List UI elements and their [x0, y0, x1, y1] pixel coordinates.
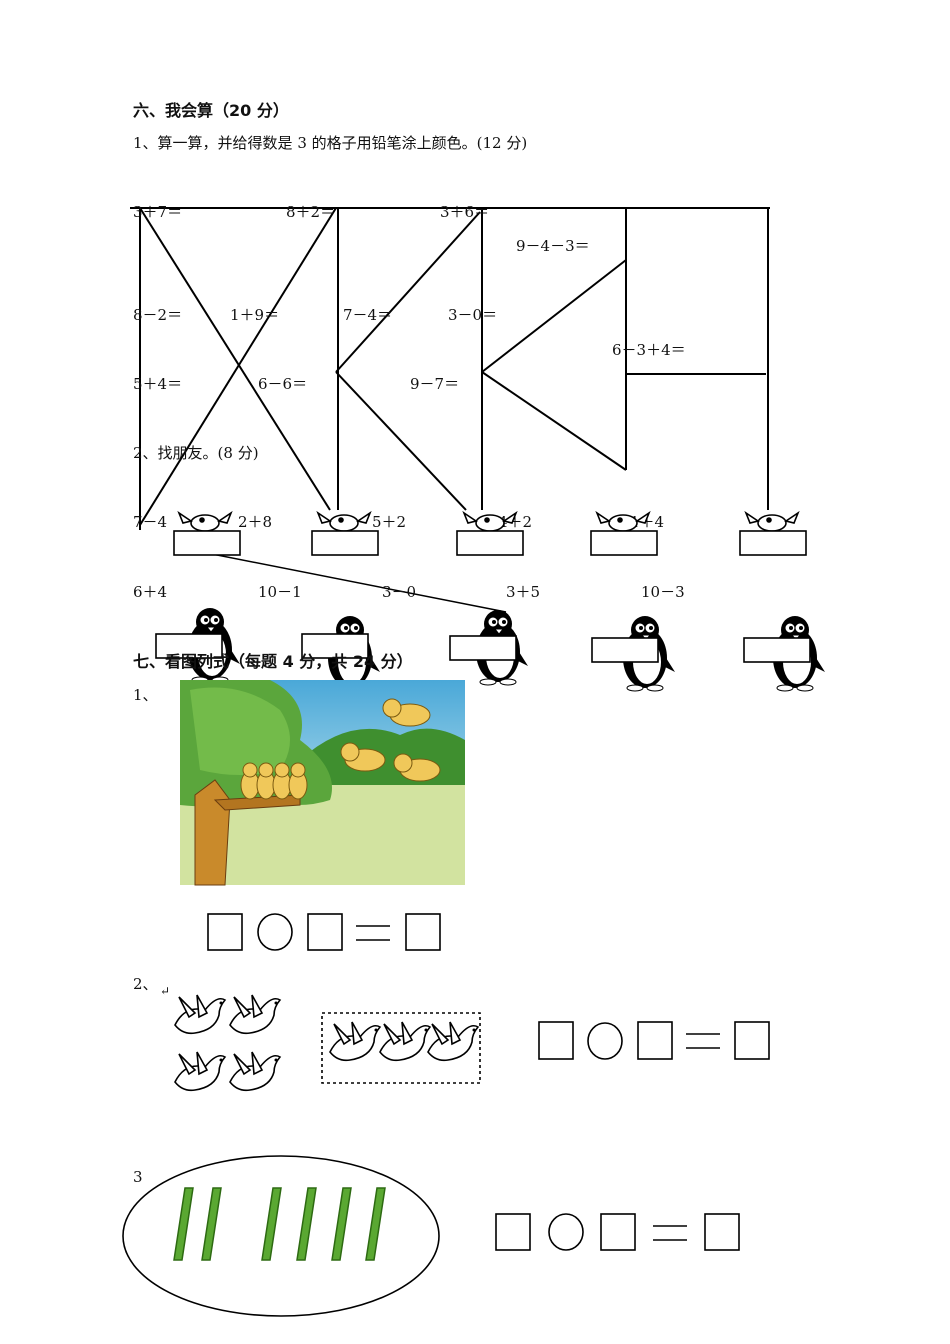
cell-equation: 3－0＝ [448, 306, 498, 324]
cell-equation: 3＋6＝ [440, 203, 490, 221]
cell-equation: 7－4＝ [343, 306, 393, 324]
penguin-icon [449, 609, 529, 686]
answer-box [311, 530, 379, 556]
cell-equation: 8－2＝ [133, 306, 183, 324]
item-number: 2、 [133, 975, 158, 993]
operator-circle [257, 913, 293, 951]
bird-icon [739, 510, 807, 556]
answer-box [155, 633, 223, 659]
bird-icon [173, 510, 241, 556]
answer-box [173, 530, 241, 556]
question-2-instructions: 2、找朋友。(8 分) [133, 444, 259, 462]
stick-icon [201, 1187, 222, 1261]
bird-icon [590, 510, 658, 556]
question-1-instructions: 1、算一算，并给得数是 3 的格子用铅笔涂上颜色。(12 分) [133, 134, 528, 152]
dashed-group-box [321, 1012, 481, 1084]
cell-equation: 9－7＝ [410, 375, 460, 393]
penguin-expression: 10－1 [258, 583, 302, 601]
bird-expression: 2＋8 [238, 513, 273, 531]
blank-square [207, 913, 243, 951]
bird-icon [456, 510, 524, 556]
item-number: 1、 [133, 686, 158, 704]
bird-expression: 1＋4 [630, 513, 665, 531]
cell-equation: 5＋4＝ [133, 375, 183, 393]
penguin-icon [155, 607, 241, 684]
stick-icon [365, 1187, 386, 1261]
penguin-expression: 6＋4 [133, 583, 168, 601]
stick-icon [296, 1187, 317, 1261]
section-7-title: 七、看图列式（每题 4 分，共 24 分） [133, 652, 413, 671]
stick-icon [261, 1187, 282, 1261]
answer-box [743, 637, 811, 663]
answer-box [449, 635, 517, 661]
bird-expression: 5＋2 [372, 513, 407, 531]
penguin-icon [301, 615, 381, 692]
blank-square [637, 1021, 673, 1060]
cell-equation: 1＋9＝ [230, 306, 280, 324]
blank-square [307, 913, 343, 951]
penguin-expression: 3－0 [382, 583, 417, 601]
answer-box [591, 637, 659, 663]
answer-box [590, 530, 658, 556]
item-number: 3 [133, 1168, 143, 1186]
section-6-title: 六、我会算（20 分） [133, 101, 289, 120]
blank-square [538, 1021, 574, 1060]
penguin-icon [591, 615, 676, 692]
penguin-icon [743, 615, 826, 692]
operator-circle [587, 1022, 623, 1060]
answer-box [739, 530, 807, 556]
cell-equation: 8＋2＝ [286, 203, 336, 221]
bird-expression: 4＋2 [498, 513, 533, 531]
return-mark: ↵ [160, 984, 171, 998]
blank-square [495, 1213, 531, 1251]
bird-expression: 7－4 [133, 513, 168, 531]
cell-equation: 6－6＝ [258, 375, 308, 393]
penguin-expression: 10－3 [641, 583, 685, 601]
operator-circle [548, 1213, 584, 1251]
answer-box [301, 633, 369, 659]
grouping-oval [122, 1155, 440, 1317]
blank-square [600, 1213, 636, 1251]
penguin-expression: 3＋5 [506, 583, 541, 601]
stick-icon [173, 1187, 194, 1261]
cell-equation: 3＋7＝ [133, 203, 183, 221]
stick-icon [331, 1187, 352, 1261]
blank-square [405, 913, 441, 951]
blank-square [704, 1213, 740, 1251]
blank-square [734, 1021, 770, 1060]
bird-icon [311, 510, 379, 556]
answer-box [456, 530, 524, 556]
cell-equation: 6－3＋4＝ [612, 341, 686, 359]
cell-equation: 9－4－3＝ [516, 237, 590, 255]
